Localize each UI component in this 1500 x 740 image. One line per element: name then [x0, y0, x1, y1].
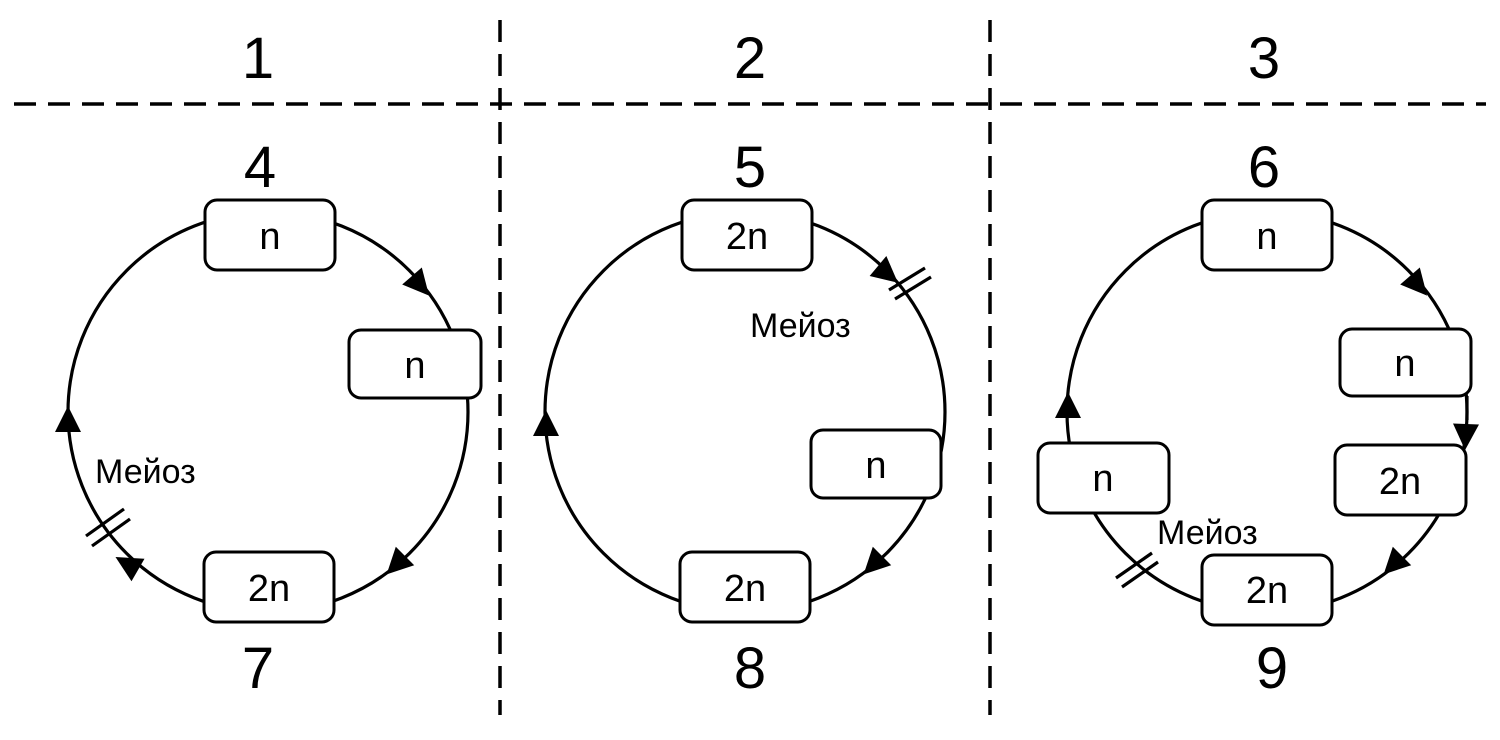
column-header-2: 2	[734, 26, 766, 91]
meiosis-mark	[1121, 560, 1159, 589]
ploidy-box	[680, 198, 814, 272]
ploidy-box	[347, 328, 483, 400]
arrow-icon	[533, 410, 559, 436]
cycle-2: Мейоз 2n n 2n	[533, 198, 947, 624]
meiosis-mark	[894, 275, 932, 301]
ploidy-box	[1200, 198, 1334, 272]
ploidy-label: 2n	[724, 568, 766, 610]
meiosis-mark	[1115, 551, 1153, 580]
meiosis-label: Мейоз	[1157, 514, 1258, 552]
arrow-icon	[1453, 423, 1479, 450]
label-4: 4	[244, 135, 276, 200]
meiosis-mark	[888, 266, 926, 292]
arrow-icon	[55, 406, 81, 432]
arrow-icon	[386, 546, 415, 575]
ploidy-label: n	[1256, 216, 1277, 258]
ploidy-box	[809, 428, 943, 500]
ploidy-label: 2n	[1379, 461, 1421, 503]
meiosis-label: Мейоз	[750, 307, 851, 345]
cycle-1: Мейоз n n 2n	[55, 198, 483, 624]
label-6: 6	[1248, 135, 1280, 200]
ploidy-label: 2n	[1246, 570, 1288, 612]
column-header-3: 3	[1248, 26, 1280, 91]
ploidy-box	[1200, 553, 1334, 627]
arrow-icon	[1383, 546, 1412, 575]
ploidy-label: n	[404, 345, 425, 387]
label-5: 5	[734, 135, 766, 200]
ploidy-label: n	[259, 216, 280, 258]
ploidy-box	[202, 550, 336, 624]
ploidy-label: n	[1394, 343, 1415, 385]
ploidy-label: n	[865, 445, 886, 487]
ploidy-box	[1036, 441, 1171, 515]
meiosis-label: Мейоз	[95, 453, 196, 491]
label-9: 9	[1256, 636, 1288, 701]
meiosis-mark	[91, 517, 131, 548]
label-8: 8	[734, 636, 766, 701]
ploidy-label: n	[1092, 458, 1113, 500]
cycle-3-ring	[1065, 210, 1469, 614]
ploidy-box	[678, 550, 812, 624]
ploidy-box	[1333, 443, 1468, 517]
cycle-3: Мейоз n n 2n 2n n	[1036, 198, 1479, 627]
ploidy-box	[1338, 327, 1473, 398]
arrow-icon	[1400, 267, 1428, 296]
ploidy-label: 2n	[726, 216, 768, 258]
arrow-icon	[115, 557, 145, 582]
ploidy-label: 2n	[248, 568, 290, 610]
column-header-1: 1	[242, 26, 274, 91]
ploidy-box	[203, 198, 337, 272]
arrow-icon	[869, 256, 898, 283]
arrow-icon	[1055, 392, 1081, 418]
arrow-icon	[402, 267, 430, 296]
meiosis-mark	[85, 507, 125, 538]
arrow-icon	[863, 546, 892, 575]
label-7: 7	[242, 636, 274, 701]
